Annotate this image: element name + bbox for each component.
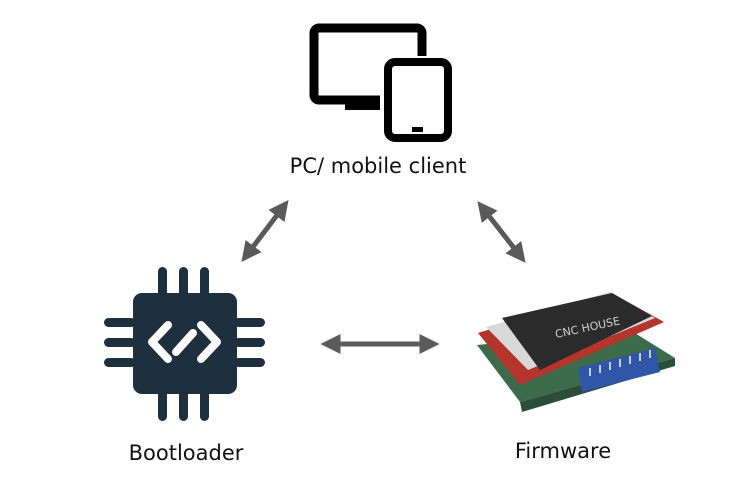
arrow-client-bootloader [241, 200, 289, 262]
client-label: PC/ mobile client [289, 154, 467, 178]
chip-code-icon [104, 267, 265, 421]
arrow-client-firmware [477, 201, 526, 263]
lcd-board-image: CNC HOUSE [477, 292, 675, 412]
devices-icon [309, 23, 454, 142]
arrows [241, 200, 526, 354]
bootloader-label: Bootloader [128, 441, 244, 465]
firmware-label: Firmware [514, 439, 612, 463]
